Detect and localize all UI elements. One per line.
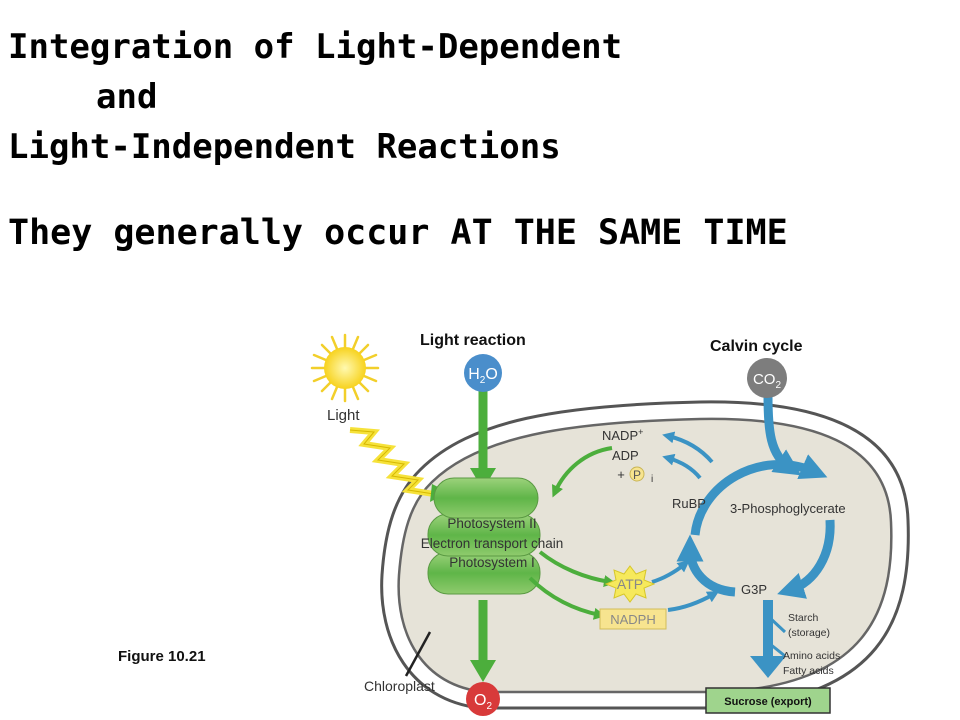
nadph-box: NADPH (599, 608, 667, 630)
subtitle: They generally occur AT THE SAME TIME (8, 213, 788, 253)
atp-to-cycle-arrow (651, 560, 690, 584)
calvin-pga-to-g3p-arrow (777, 519, 835, 599)
amino-acids-label: Amino acids (783, 650, 840, 662)
thylakoid-to-nadph-arrow (528, 576, 606, 620)
svg-text:H2O: H2O (468, 366, 498, 386)
title-line-3: Light-Independent Reactions (8, 127, 561, 167)
nadph-to-cycle-arrow (667, 591, 720, 612)
phosphoglycerate-label: 3-Phosphoglycerate (730, 501, 846, 516)
oxygen-molecule: O2 (466, 682, 500, 716)
adp-label: ADP (612, 448, 639, 463)
nadp-plus-label: NADP+ (602, 427, 643, 443)
chloroplast-pointer (404, 631, 432, 677)
nadp-return-arrow (552, 446, 613, 498)
thylakoid-stack (427, 477, 541, 595)
co2-arrow (763, 395, 802, 476)
photosystem-i-label: Photosystem I (449, 555, 535, 570)
svg-text:Sucrose (export): Sucrose (export) (724, 696, 812, 708)
svg-text:i: i (651, 474, 653, 485)
calvin-g3p-to-rubp-arrow (676, 534, 736, 597)
fatty-acids-label: Fatty acids (783, 665, 834, 677)
photosystem-ii-label: Photosystem II (447, 516, 536, 531)
title-block: Integration of Light-Dependent and Light… (8, 22, 948, 258)
starch-storage-label: (storage) (788, 627, 830, 639)
svg-text:O2: O2 (474, 692, 492, 712)
svg-text:+: + (617, 467, 625, 482)
phosphate-label: + P i (617, 466, 653, 485)
rubp-label: RuBP (672, 496, 706, 511)
atp-star: ATP (604, 565, 656, 603)
sucrose-box: Sucrose (export) (705, 687, 831, 714)
svg-text:P: P (633, 468, 641, 482)
title-line-2: and (96, 77, 158, 117)
svg-text:CO2: CO2 (753, 371, 782, 391)
light-label: Light (327, 407, 360, 424)
water-molecule: H2O (464, 354, 502, 392)
co2-molecule: CO2 (747, 358, 787, 398)
cycle-to-nadp-arrow (662, 431, 714, 464)
title-line-1: Integration of Light-Dependent (8, 27, 623, 67)
thylakoid-to-atp-arrow (538, 550, 616, 587)
figure-caption: Figure 10.21 (118, 648, 206, 665)
electron-transport-label: Electron transport chain (421, 536, 564, 551)
calvin-cycle-label: Calvin cycle (710, 338, 803, 355)
light-reaction-label: Light reaction (420, 332, 526, 349)
chloroplast-label: Chloroplast (364, 678, 435, 694)
sun-icon (310, 333, 380, 403)
svg-text:ATP: ATP (617, 576, 643, 592)
cycle-to-adp-arrow (662, 453, 702, 480)
g3p-label: G3P (741, 582, 767, 597)
svg-text:NADPH: NADPH (610, 612, 656, 627)
starch-label: Starch (788, 612, 819, 624)
